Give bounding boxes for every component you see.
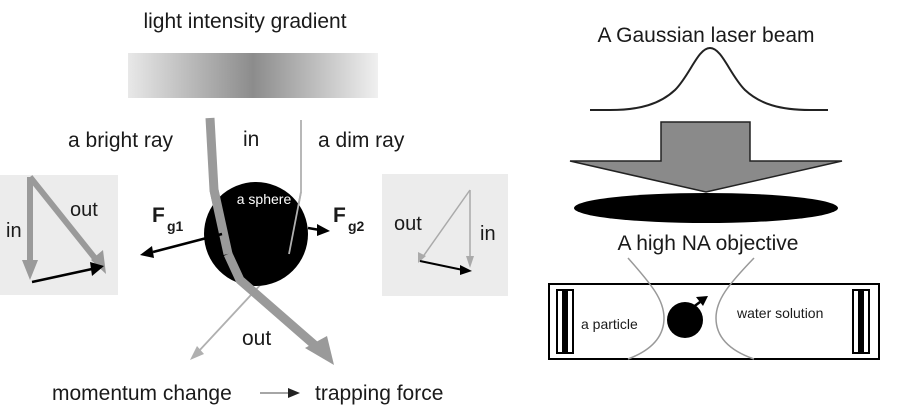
force-g1-subscript: g1 [167,218,184,234]
right-inset-in-label: in [480,223,496,245]
beam-down-arrow [569,121,843,193]
out-label: out [242,327,271,350]
objective-lens [574,193,838,223]
bright-ray-internal [209,189,233,255]
trapping-force-label: trapping force [315,382,443,405]
left-momentum-inset: in out [0,175,118,295]
left-inset-in-label: in [6,220,22,242]
intensity-gradient-bar [128,53,378,98]
right-momentum-inset: out in [382,174,508,296]
caption-arrow [260,388,300,398]
momentum-change-label: momentum change [52,382,232,405]
force-g2-label: F [333,204,346,227]
gaussian-beam-title: A Gaussian laser beam [597,24,814,47]
dim-ray-label: a dim ray [318,129,405,152]
left-inset-out-label: out [70,199,98,221]
objective-label: A high NA objective [618,232,799,255]
in-label: in [243,128,259,151]
particle [667,302,703,338]
gradient-title: light intensity gradient [143,10,346,33]
water-solution-label: water solution [736,305,823,321]
force-g1-arrow [140,232,223,258]
right-inset-out-label: out [394,213,422,235]
bright-ray-label: a bright ray [68,129,174,152]
bright-ray-outgoing [223,252,334,365]
gaussian-curve [590,46,828,111]
particle-label: a particle [581,316,638,332]
dim-ray-internal [288,191,302,255]
force-g2-subscript: g2 [348,218,365,234]
sphere-label: a sphere [237,191,292,207]
particle-force-arrow [691,296,708,309]
force-g2-arrow [307,224,330,236]
sample-cell [548,257,880,360]
force-g1-label: F [152,204,165,227]
